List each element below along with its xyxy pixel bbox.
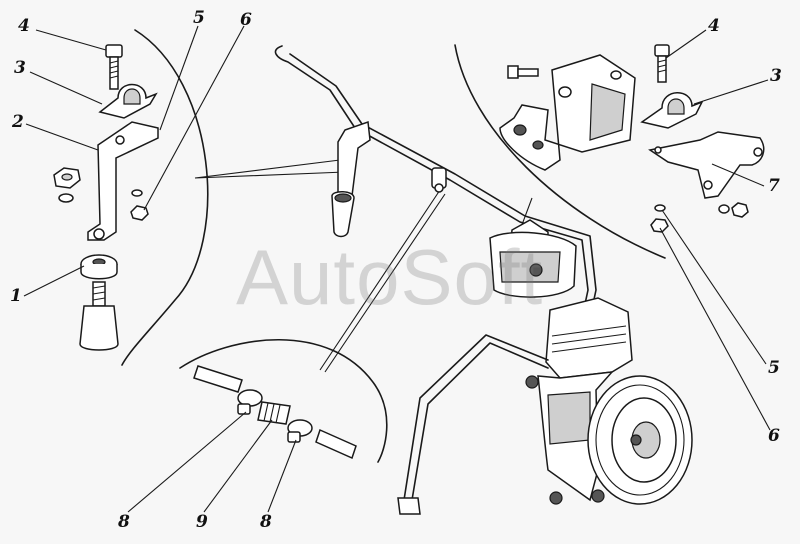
clamp-right (640, 92, 704, 129)
callout-1-pad: 1 (10, 286, 22, 306)
hose-clamp-main (431, 167, 447, 193)
hose-clamp-a (237, 389, 263, 415)
callout-5-washer-right: 5 (768, 358, 780, 378)
hose-clamp-b (287, 419, 313, 443)
callout-6-nut-right: 6 (768, 426, 780, 446)
intake-bracket (331, 120, 371, 238)
delivery-pipe (397, 334, 549, 515)
washer-right-lower (654, 204, 666, 212)
bolt-head-side (507, 65, 539, 79)
right-detail-arc (454, 44, 666, 259)
callout-9-sleeve: 9 (196, 512, 208, 532)
head-casting (499, 54, 636, 171)
callout-4-bolt-left: 4 (18, 16, 30, 36)
bolt-right (654, 44, 670, 83)
compressor-head (489, 231, 577, 298)
callout-7-bracket-right: 7 (768, 176, 780, 196)
callout-5-washer-top: 5 (193, 8, 205, 28)
callout-6-nut-top: 6 (240, 10, 252, 30)
connector-sleeve (257, 401, 291, 425)
bottom-detail-pointer (319, 189, 446, 373)
washer-left (58, 193, 74, 203)
callout-8-clamp-a: 8 (118, 512, 130, 532)
bolt-left (105, 44, 123, 90)
hose-segment-left (193, 365, 243, 393)
nut-left (53, 167, 81, 189)
callout-3-clamp-right: 3 (770, 66, 782, 86)
nut-right-lower (650, 218, 669, 233)
washer-right (718, 204, 730, 214)
bracket-left (87, 121, 159, 241)
bottom-detail-arc (179, 338, 388, 463)
left-detail-pointer (194, 159, 346, 179)
left-detail-arc (121, 29, 209, 366)
callout-8-clamp-b: 8 (260, 512, 272, 532)
hose-segment-right (315, 428, 357, 460)
leader-lines (23, 25, 771, 513)
pulley (587, 375, 693, 505)
foot-pad (79, 281, 119, 351)
callout-4-bolt-right: 4 (708, 16, 720, 36)
clamp-left (98, 83, 158, 119)
callout-3-clamp-left: 3 (14, 58, 26, 78)
rubber-pad (80, 254, 118, 280)
washer-right-top (131, 189, 143, 197)
nut-right (731, 202, 749, 218)
bracket-right (648, 131, 765, 199)
callout-2-bracket-left: 2 (12, 112, 24, 132)
watermark-text: AutoSoft (236, 233, 544, 321)
